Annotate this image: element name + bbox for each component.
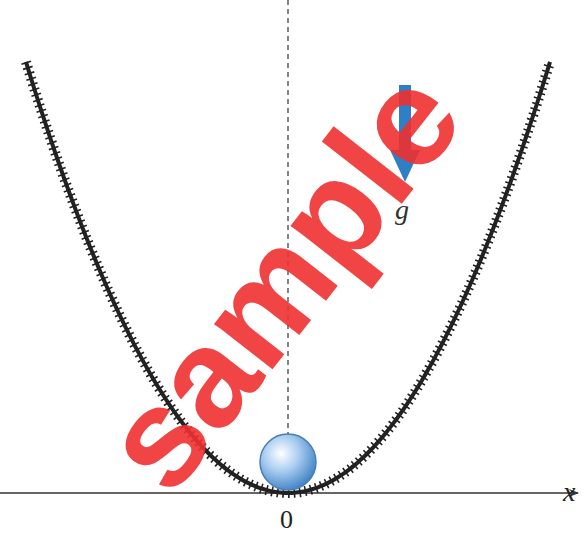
origin-label: 0	[280, 507, 293, 533]
ball	[260, 434, 316, 490]
axis-label: x	[563, 478, 575, 506]
